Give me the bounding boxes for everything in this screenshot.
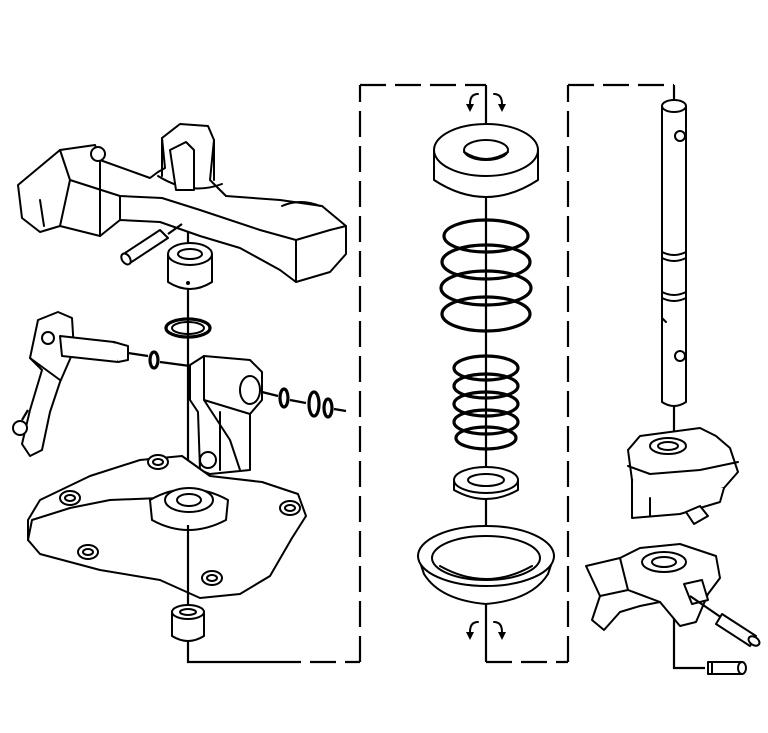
roll-pin-left bbox=[120, 223, 183, 266]
lower-bushing bbox=[171, 525, 205, 642]
shift-lever-assembly bbox=[12, 123, 347, 642]
roll-pin-right bbox=[689, 595, 761, 647]
inner-spring bbox=[452, 354, 520, 451]
shift-guide bbox=[627, 427, 739, 525]
bushing bbox=[167, 242, 213, 290]
roll-pin-lower bbox=[707, 661, 747, 675]
retaining-clips-right bbox=[278, 387, 347, 419]
rotation-arrow-icon bbox=[466, 621, 506, 640]
o-ring bbox=[164, 317, 212, 339]
shift-lever bbox=[17, 123, 347, 283]
assembly-guide-lines bbox=[186, 83, 705, 670]
spring-assembly bbox=[417, 85, 555, 662]
shift-shaft bbox=[661, 99, 687, 440]
housing-cover bbox=[27, 454, 307, 599]
upper-spring-seat bbox=[433, 123, 539, 198]
retaining-clip-1 bbox=[148, 350, 191, 370]
lever-pivot-shaft bbox=[12, 311, 149, 457]
shift-bracket bbox=[189, 355, 279, 475]
shift-shaft-assembly bbox=[585, 99, 761, 675]
shift-fork bbox=[585, 543, 721, 631]
lower-spring-cup bbox=[417, 525, 555, 605]
outer-spring bbox=[439, 218, 533, 333]
spring-retainer bbox=[453, 466, 519, 500]
rotation-arrow-icon bbox=[466, 93, 506, 112]
